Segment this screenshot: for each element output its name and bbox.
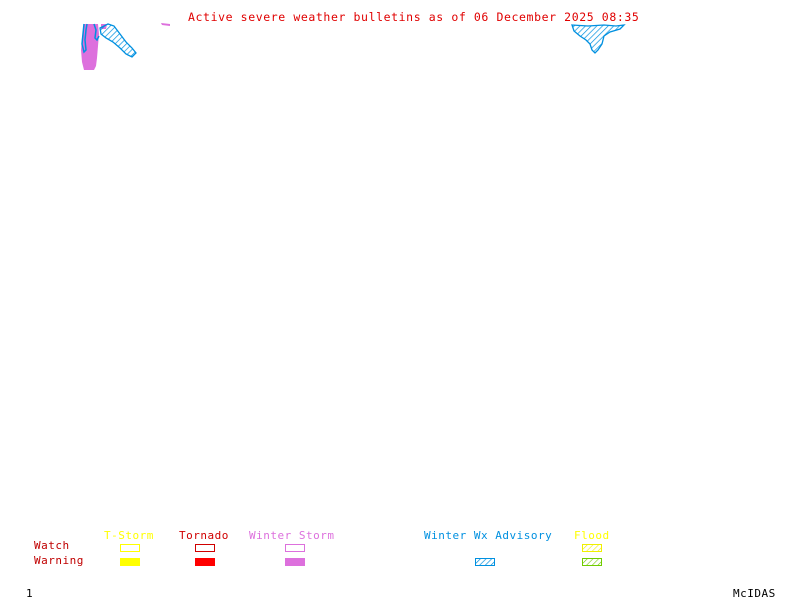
legend-label-winter-advisory: Winter Wx Advisory [424, 529, 553, 542]
legend-label-flood: Flood [574, 529, 610, 542]
frame-number: 1 [26, 587, 34, 600]
tstorm-warning-swatch [120, 558, 140, 566]
flood-warning-swatch [582, 558, 602, 566]
legend-label-winter-storm: Winter Storm [249, 529, 335, 542]
winter-advisory-area-ne [571, 24, 626, 54]
winter-advisory-area-nw [99, 23, 137, 58]
winter-advisory-warning-swatch [475, 558, 495, 566]
legend-row-warning: Warning [34, 554, 84, 567]
winter-advisory-edge [81, 23, 88, 54]
winter-storm-warning-swatch [285, 558, 305, 566]
legend-label-tornado: Tornado [179, 529, 229, 542]
winter-advisory-edge [93, 23, 100, 42]
tornado-watch-swatch [195, 544, 215, 552]
winter-storm-watch-swatch [285, 544, 305, 552]
page-title: Active severe weather bulletins as of 06… [188, 10, 640, 24]
brand-label: McIDAS [733, 587, 776, 600]
legend-row-watch: Watch [34, 539, 70, 552]
legend-label-tstorm: T-Storm [104, 529, 154, 542]
tornado-warning-swatch [195, 558, 215, 566]
flood-watch-swatch [582, 544, 602, 552]
tstorm-watch-swatch [120, 544, 140, 552]
winter-storm-warning-area-blip [161, 23, 170, 26]
